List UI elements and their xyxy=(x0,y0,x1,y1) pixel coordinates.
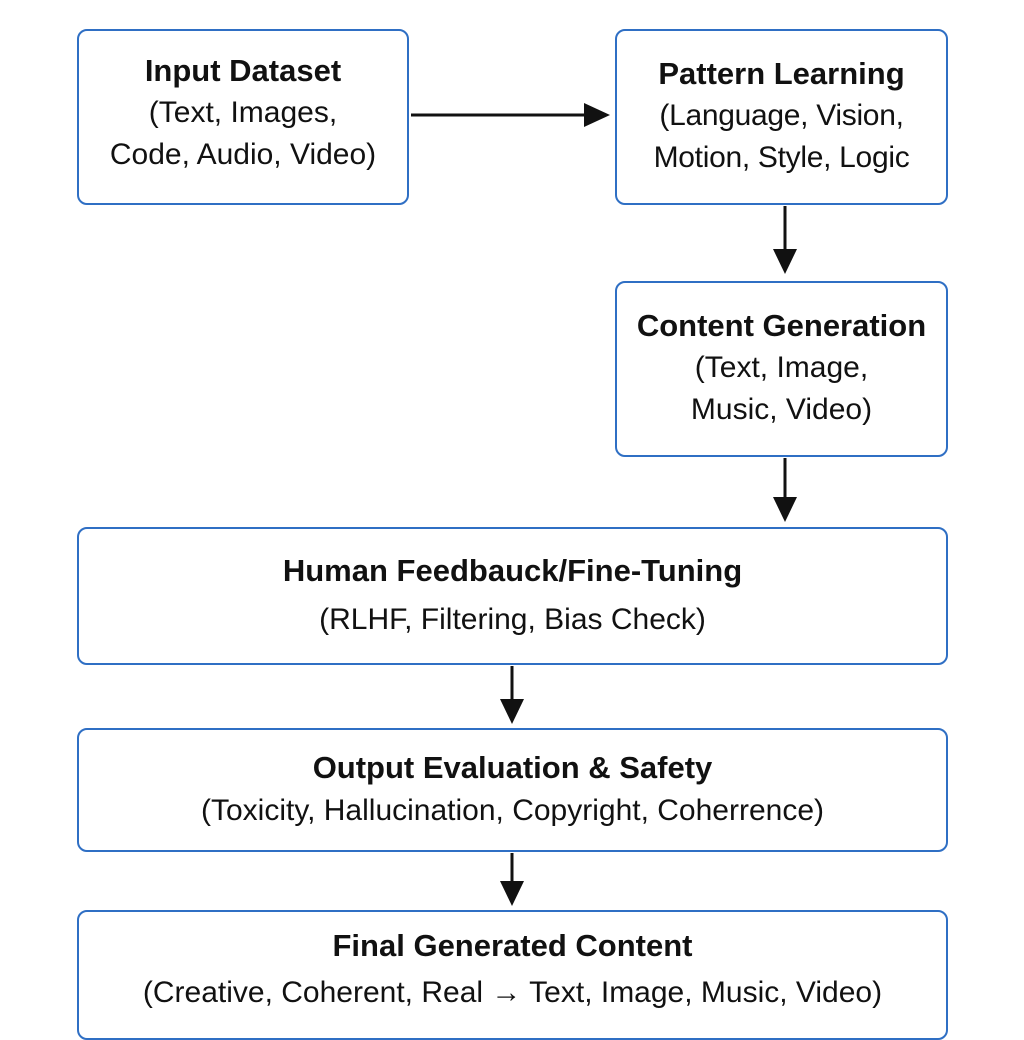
node-human-feedback-subtitle: (RLHF, Filtering, Bias Check) xyxy=(319,602,706,636)
node-content-generation-title: Content Generation xyxy=(636,308,927,344)
node-content-generation: Content Generation (Text, Image, Music, … xyxy=(615,281,948,457)
arrow-output-to-final xyxy=(500,853,524,906)
arrow-content-to-human xyxy=(773,458,797,522)
node-human-feedback-title: Human Feedbauck/Fine-Tuning xyxy=(282,552,743,588)
arrow-pattern-to-content xyxy=(773,206,797,274)
node-output-evaluation: Output Evaluation & Safety (Toxicity, Ha… xyxy=(77,728,948,852)
node-final-content-subtitle: (Creative, Coherent, Real → Text, Image,… xyxy=(142,976,883,1010)
node-pattern-learning-title: Pattern Learning xyxy=(658,56,905,92)
node-input-dataset: Input Dataset (Text, Images, Code, Audio… xyxy=(77,29,409,205)
node-input-dataset-subtitle: (Text, Images, Code, Audio, Video) xyxy=(109,95,377,172)
node-pattern-learning: Pattern Learning (Language, Vision, Moti… xyxy=(615,29,948,205)
node-output-evaluation-subtitle: (Toxicity, Hallucination, Copyright, Coh… xyxy=(200,793,825,827)
node-content-generation-subtitle: (Text, Image, Music, Video) xyxy=(690,350,873,427)
arrow-human-to-output xyxy=(500,666,524,724)
arrow-input-to-pattern xyxy=(411,103,610,127)
node-input-dataset-title: Input Dataset xyxy=(144,53,342,89)
node-final-content: Final Generated Content (Creative, Coher… xyxy=(77,910,948,1040)
node-final-content-title: Final Generated Content xyxy=(332,928,693,963)
node-output-evaluation-title: Output Evaluation & Safety xyxy=(312,749,713,785)
node-human-feedback: Human Feedbauck/Fine-Tuning (RLHF, Filte… xyxy=(77,527,948,665)
node-pattern-learning-subtitle: (Language, Vision, Motion, Style, Logic xyxy=(653,98,910,175)
